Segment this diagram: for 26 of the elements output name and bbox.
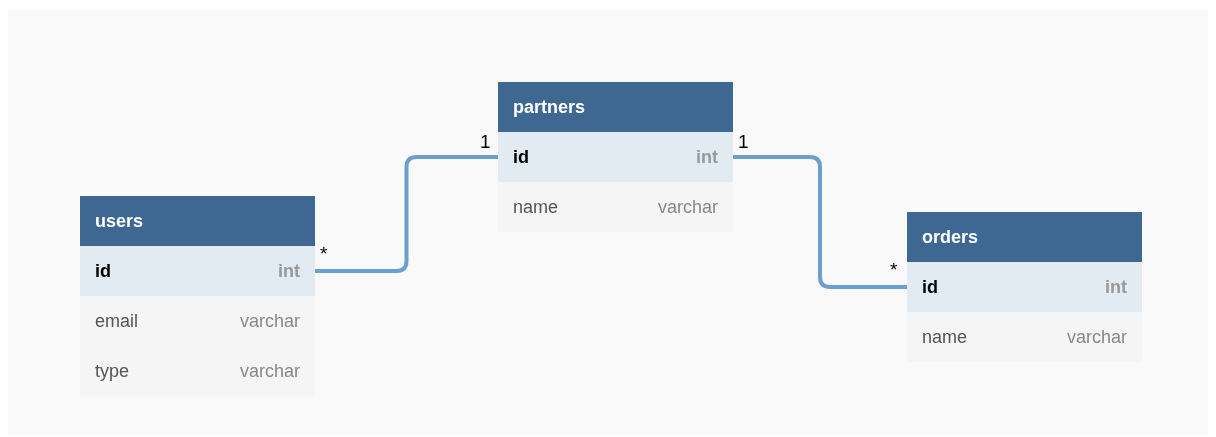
column-type: varchar bbox=[239, 359, 300, 383]
column-name: id bbox=[513, 145, 529, 169]
column-row bbox=[80, 246, 315, 296]
table-name: partners bbox=[513, 95, 586, 119]
column-name: email bbox=[95, 309, 138, 333]
column-type: int bbox=[278, 259, 300, 283]
column-type: int bbox=[696, 145, 718, 169]
table-name: orders bbox=[922, 225, 979, 249]
column-row bbox=[907, 262, 1142, 312]
column-name: id bbox=[95, 259, 111, 283]
table-name: users bbox=[95, 209, 144, 233]
column-type: varchar bbox=[657, 195, 718, 219]
cardinality-label: 1 bbox=[738, 132, 749, 151]
cardinality-label: 1 bbox=[480, 132, 491, 151]
column-name: type bbox=[95, 359, 130, 383]
column-name: name bbox=[922, 325, 968, 349]
cardinality-label: * bbox=[320, 244, 328, 263]
column-name: id bbox=[922, 275, 938, 299]
column-type: varchar bbox=[239, 309, 300, 333]
column-name: name bbox=[513, 195, 559, 219]
column-row bbox=[498, 132, 733, 182]
relationship-line bbox=[315, 155, 498, 273]
column-type: int bbox=[1105, 275, 1127, 299]
relationship-line bbox=[733, 155, 907, 289]
cardinality-label: * bbox=[890, 260, 898, 279]
column-type: varchar bbox=[1066, 325, 1127, 349]
